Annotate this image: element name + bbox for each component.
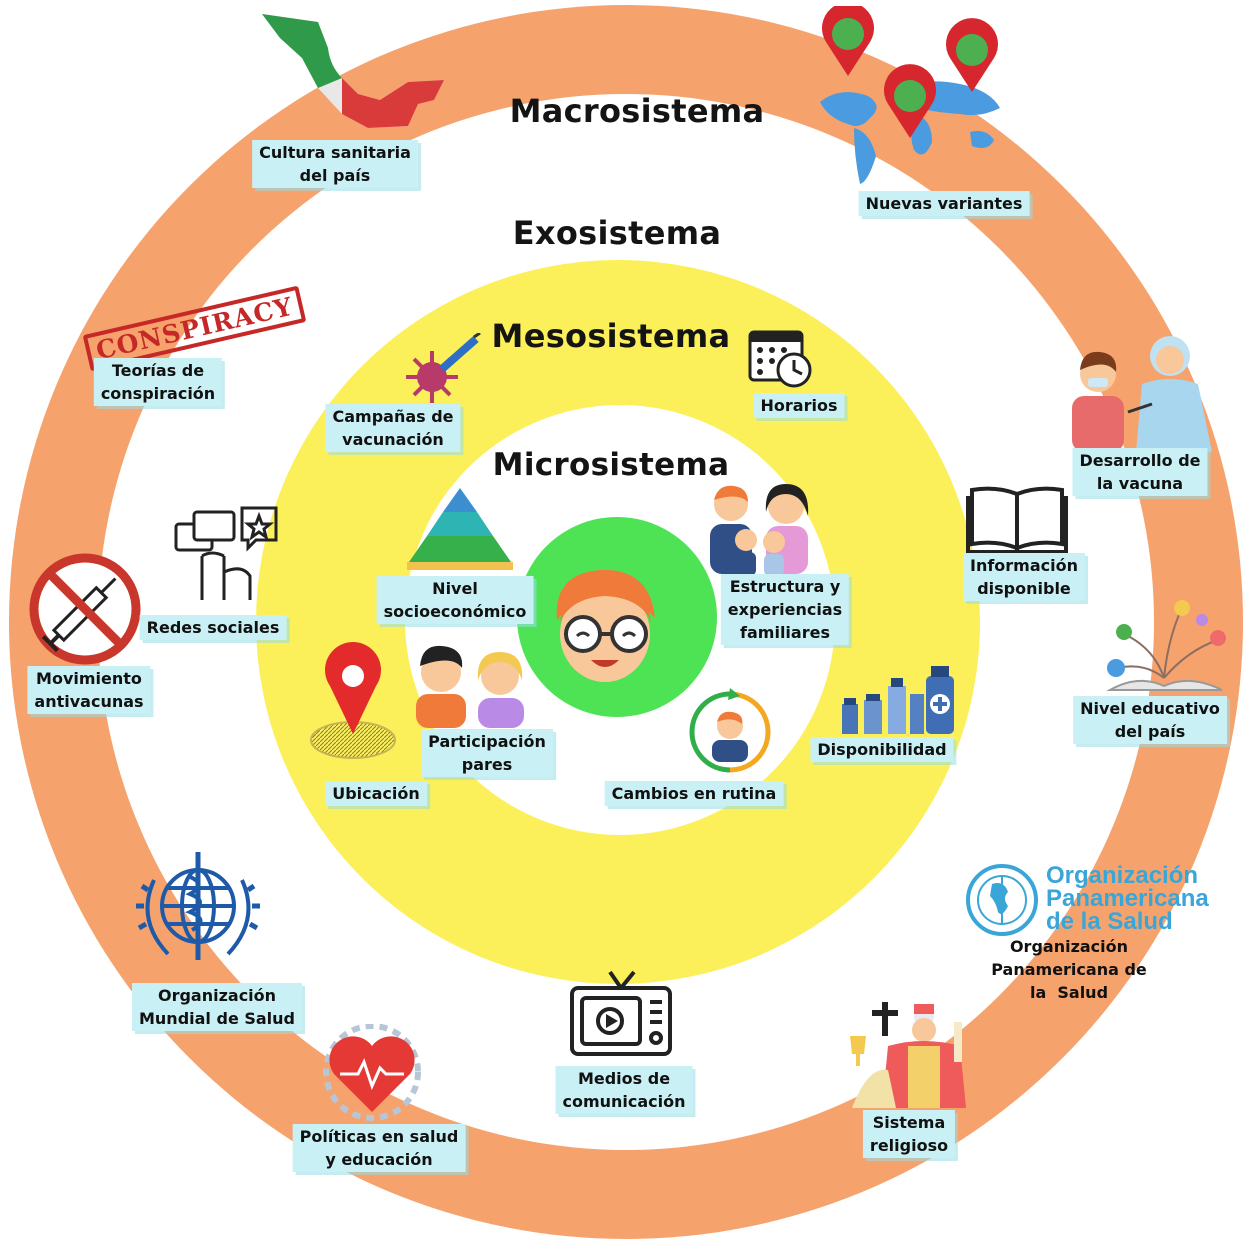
label-movimiento-antivacunas: Movimiento antivacunas — [27, 666, 151, 714]
mexico-map-icon — [262, 14, 444, 128]
macro-title: Macrosistema — [509, 92, 765, 130]
label-estructura-familiar: Estructura y experiencias familiares — [720, 574, 850, 645]
label-disponibilidad: Disponibilidad — [810, 737, 954, 762]
label-informacion-disponible: Información disponible — [962, 553, 1086, 601]
no-vaccine-icon — [29, 553, 141, 665]
routine-cycle-icon — [689, 688, 771, 773]
paho-logo-icon — [966, 864, 1038, 936]
paho-logo-text: Organización Panamericana de la Salud — [1046, 862, 1209, 935]
micro-title: Microsistema — [492, 447, 730, 483]
who-logo-icon — [136, 852, 260, 960]
label-ops: Organización Panamericana de la Salud — [991, 937, 1147, 1002]
label-horarios: Horarios — [753, 393, 845, 418]
vaccination-icon — [1072, 336, 1212, 452]
virus-syringe-icon — [406, 333, 481, 403]
meso-title: Mesosistema — [491, 317, 731, 355]
education-icon — [1106, 600, 1226, 691]
label-cambios-rutina: Cambios en rutina — [604, 781, 784, 806]
label-participacion-pares: Participación pares — [421, 729, 553, 777]
child-face-icon — [556, 569, 655, 682]
world-variants-icon — [820, 6, 1000, 184]
label-cultura-sanitaria: Cultura sanitaria del país — [252, 140, 418, 188]
open-book-icon — [966, 486, 1068, 554]
label-oms: Organización Mundial de Salud — [131, 983, 303, 1031]
label-ubicacion: Ubicación — [325, 781, 427, 806]
label-nivel-educativo: Nivel educativo del país — [1073, 696, 1227, 744]
exo-title: Exosistema — [512, 214, 722, 252]
label-teorias-conspiracion: Teorías de conspiración — [93, 358, 223, 406]
label-medios-comunicacion: Medios de comunicación — [555, 1066, 693, 1114]
label-sistema-religioso: Sistema religioso — [862, 1110, 956, 1158]
peers-icon — [416, 645, 524, 728]
label-desarrollo-vacuna: Desarrollo de la vacuna — [1072, 448, 1208, 496]
medicine-bottles-icon — [842, 666, 954, 734]
map-pin-icon — [310, 642, 396, 759]
calendar-clock-icon — [748, 330, 812, 388]
pyramid-icon — [407, 488, 513, 570]
label-campanas-vacunacion: Campañas de vacunación — [325, 404, 461, 452]
label-redes-sociales: Redes sociales — [139, 615, 287, 640]
tv-icon — [570, 970, 672, 1056]
heart-health-icon — [323, 1024, 421, 1121]
label-nivel-socioeconomico: Nivel socioeconómico — [376, 576, 534, 624]
family-icon — [710, 484, 809, 576]
label-nuevas-variantes: Nuevas variantes — [858, 191, 1030, 216]
social-media-icon — [174, 506, 278, 600]
religion-icon — [850, 1002, 966, 1108]
label-politicas-salud: Políticas en salud y educación — [292, 1124, 466, 1172]
